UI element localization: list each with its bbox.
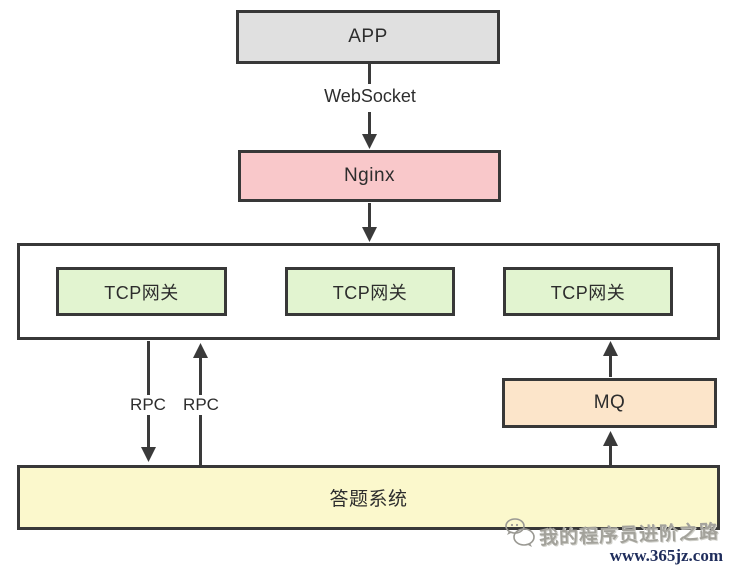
node-answer-system: 答题系统: [17, 465, 720, 530]
node-app-label: APP: [348, 26, 388, 47]
edge-label-websocket: WebSocket: [321, 86, 419, 107]
watermark-site-url: www.365jz.com: [609, 546, 723, 565]
node-answer-system-label: 答题系统: [329, 489, 408, 510]
node-tcp-gateway-1-label: TCP网关: [104, 282, 179, 303]
edge-label-rpc-right: RPC: [180, 395, 222, 415]
arrowhead-into-mq: [603, 431, 618, 446]
watermark-row: 我的程序员进阶之路: [503, 518, 723, 549]
node-tcp-gateway-2: TCP网关: [285, 267, 455, 316]
watermark-site-name: 我的程序员进阶之路: [538, 521, 720, 549]
node-tcp-gateway-3-label: TCP网关: [550, 282, 626, 303]
arrowhead-into-gateway-cluster: [362, 227, 377, 242]
node-mq: MQ: [502, 378, 717, 428]
arrowhead-into-answer-system: [141, 447, 156, 462]
node-nginx-label: Nginx: [343, 165, 396, 186]
node-mq-label: MQ: [593, 392, 626, 413]
node-nginx: Nginx: [238, 150, 501, 202]
watermark: 我的程序员进阶之路 www.365jz.com: [503, 518, 723, 566]
node-tcp-gateway-3: TCP网关: [503, 267, 673, 316]
arrowhead-into-nginx: [362, 134, 377, 149]
node-tcp-gateway-2-label: TCP网关: [332, 282, 408, 303]
node-app: APP: [236, 10, 500, 64]
edge-label-rpc-left: RPC: [127, 395, 169, 415]
arrowhead-into-gateway-cluster-left: [193, 343, 208, 358]
chat-bubbles-icon: [505, 518, 535, 547]
node-tcp-gateway-1: TCP网关: [56, 267, 227, 316]
arrowhead-into-gateway-cluster-right: [603, 341, 618, 356]
